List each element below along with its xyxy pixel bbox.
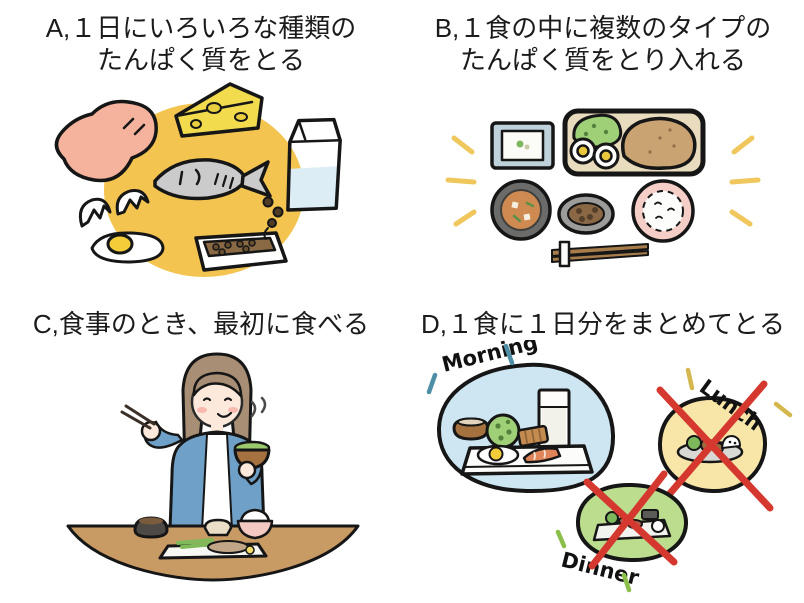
lunch-cross-icon: [650, 380, 774, 516]
one-big-meal-illustration: Morning Lunch: [426, 340, 793, 593]
salad-icon: [485, 413, 521, 449]
bean-side-dish-icon: [557, 193, 615, 235]
milk-carton-icon: [286, 117, 342, 212]
dinner-tick-icon: [621, 572, 632, 593]
dinner-tick-icon: [555, 529, 567, 549]
quadrant-c-heading: C,食事のとき、最初に食べる: [32, 309, 370, 339]
dinner-cross-icon: [583, 470, 678, 570]
morning-tick-icon: [426, 372, 438, 395]
rice-bowl-icon: [631, 179, 695, 243]
chewing-marks-icon: [250, 396, 267, 418]
morning-tick-icon: [503, 343, 515, 366]
chopsticks-icon: [120, 404, 156, 430]
fish-icon: [153, 158, 272, 201]
quadrant-a-heading-line1: A,１日にいろいろな種類の: [45, 13, 357, 43]
natto-pack-icon: [194, 196, 288, 272]
woman-eating-first-illustration: [66, 352, 360, 582]
salmon-icon: [522, 447, 562, 464]
quadrant-c: C,食事のとき、最初に食べる: [0, 300, 402, 603]
meat-icon: [54, 99, 158, 183]
dinner-group: Dinner: [555, 470, 689, 593]
morning-group: Morning: [426, 340, 616, 494]
quadrant-d-heading: D,１食に１日分をまとめてとる: [420, 309, 785, 339]
quadrant-b: B,１食の中に複数のタイプの たんぱく質をとり入れる: [402, 0, 804, 300]
quadrant-a: A,１日にいろいろな種類の たんぱく質をとる: [0, 0, 402, 300]
balanced-meal-set-illustration: [445, 108, 761, 268]
quadrant-a-heading: A,１日にいろいろな種類の たんぱく質をとる: [0, 0, 402, 76]
lunch-tick-icon: [685, 367, 695, 391]
cheese-icon: [174, 82, 264, 138]
chopsticks-icon: [551, 240, 649, 268]
lunch-tick-icon: [773, 401, 793, 418]
quadrant-b-heading-line1: B,１食の中に複数のタイプの: [434, 13, 772, 43]
fried-egg-icon: [90, 231, 165, 264]
eggshell-icon: [78, 189, 150, 228]
bread-icon: [517, 424, 549, 448]
quadrant-b-heading-line2: たんぱく質をとり入れる: [459, 45, 746, 75]
main-plate-icon: [562, 108, 706, 177]
small-side-dish-icon: [490, 121, 555, 170]
woman-eating-illustration: [120, 352, 271, 532]
miso-soup-bowl-icon: [490, 179, 552, 241]
mouth: [216, 411, 233, 418]
table-dishes: [133, 508, 274, 560]
various-protein-foods-illustration: [54, 82, 342, 277]
shirt: [201, 433, 233, 531]
sparkle-lines-icon: [445, 135, 761, 227]
quadrant-d: D,１食に１日分をまとめてとる: [402, 300, 804, 603]
lunch-group: Lunch: [650, 367, 793, 516]
rice-bowl-icon: [236, 519, 274, 540]
small-bowl-icon: [203, 518, 233, 537]
quadrant-b-heading: B,１食の中に複数のタイプの たんぱく質をとり入れる: [402, 0, 804, 76]
quadrant-a-heading-line2: たんぱく質をとる: [96, 45, 305, 75]
